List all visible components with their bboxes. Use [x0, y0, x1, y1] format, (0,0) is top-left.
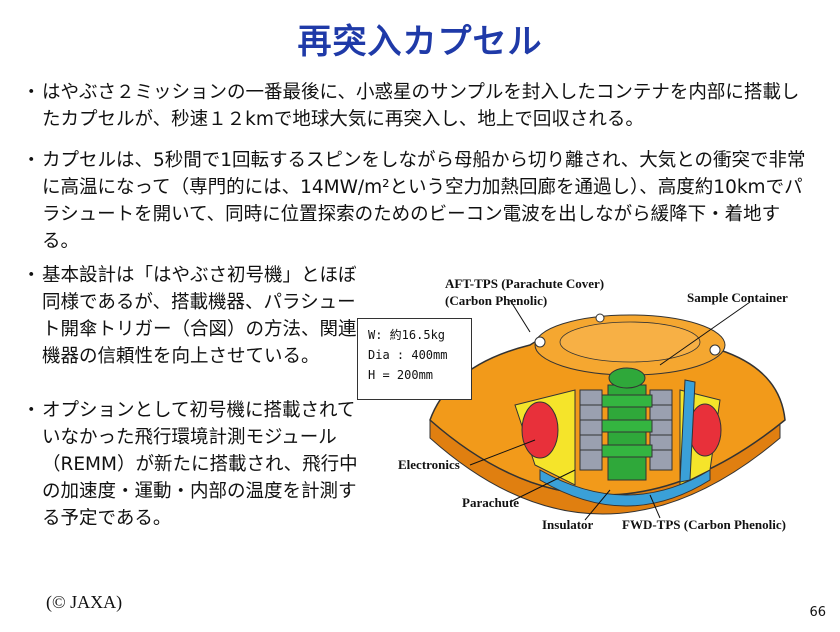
leader-line	[509, 469, 576, 503]
bullet-3: ・ 基本設計は「はやぶさ初号機」とほぼ同様であるが、搭載機器、パラシュート開傘ト…	[22, 262, 362, 370]
bullet-1: ・ はやぶさ２ミッションの一番最後に、小惑星のサンプルを封入したコンテナを内部に…	[22, 79, 812, 133]
spec-diameter: Dia : 400mm	[368, 348, 448, 362]
bolt-icon	[534, 336, 546, 348]
bullet-4: ・ オプションとして初号機に搭載されていなかった飛行環境計測モジュール（REMM…	[22, 397, 362, 532]
bullet-2: ・ カプセルは、5秒間で1回転するスピンをしながら母船から切り離され、大気との衝…	[22, 147, 812, 255]
leader-line	[509, 299, 531, 333]
leader-line	[659, 301, 751, 366]
aft-cover-inner	[559, 321, 701, 363]
slide-title: 再突入カプセル	[297, 22, 543, 62]
label-parachute: Parachute	[462, 495, 520, 510]
bolt-icon	[595, 313, 605, 323]
capsule-diagram	[429, 299, 786, 521]
bullet-text: 基本設計は「はやぶさ初号機」とほぼ同様であるが、搭載機器、パラシュート開傘トリガ…	[42, 265, 357, 367]
label-aft-tps: AFT-TPS (Parachute Cover)	[445, 276, 605, 291]
label-electronics: Electronics	[398, 457, 460, 472]
leader-line	[584, 489, 611, 521]
bullet-text: カプセルは、5秒間で1回転するスピンをしながら母船から切り離され、大気との衝突で…	[42, 150, 806, 252]
electronics-block	[521, 401, 559, 459]
bolt-icon	[709, 344, 721, 356]
label-sample-container: Sample Container	[687, 290, 788, 305]
spec-weight: W: 約16.5kg	[368, 328, 446, 342]
bullet-marker: ・	[22, 150, 41, 171]
leader-line	[469, 439, 536, 466]
sample-container	[601, 367, 653, 481]
spec-box: W: 約16.5kg Dia : 400mm H = 200mm	[357, 318, 472, 400]
bullet-marker: ・	[22, 400, 41, 421]
insulator-layer	[539, 469, 711, 507]
copyright: (© JAXA)	[46, 592, 123, 612]
leader-line	[649, 494, 661, 519]
insulator-layer	[679, 379, 696, 483]
label-aft-tps-material: (Carbon Phenolic)	[445, 293, 548, 308]
bullet-marker: ・	[22, 265, 41, 286]
parachute-stack	[579, 389, 673, 471]
spec-height: H = 200mm	[368, 368, 434, 382]
bullet-text: オプションとして初号機に搭載されていなかった飛行環境計測モジュール（REMM）が…	[42, 400, 358, 529]
label-fwd-tps: FWD-TPS (Carbon Phenolic)	[622, 517, 786, 532]
label-insulator: Insulator	[542, 517, 594, 532]
bullet-marker: ・	[22, 82, 41, 103]
bullet-text: はやぶさ２ミッションの一番最後に、小惑星のサンプルを封入したコンテナを内部に搭載…	[42, 82, 800, 130]
page-number: 66	[809, 605, 826, 620]
